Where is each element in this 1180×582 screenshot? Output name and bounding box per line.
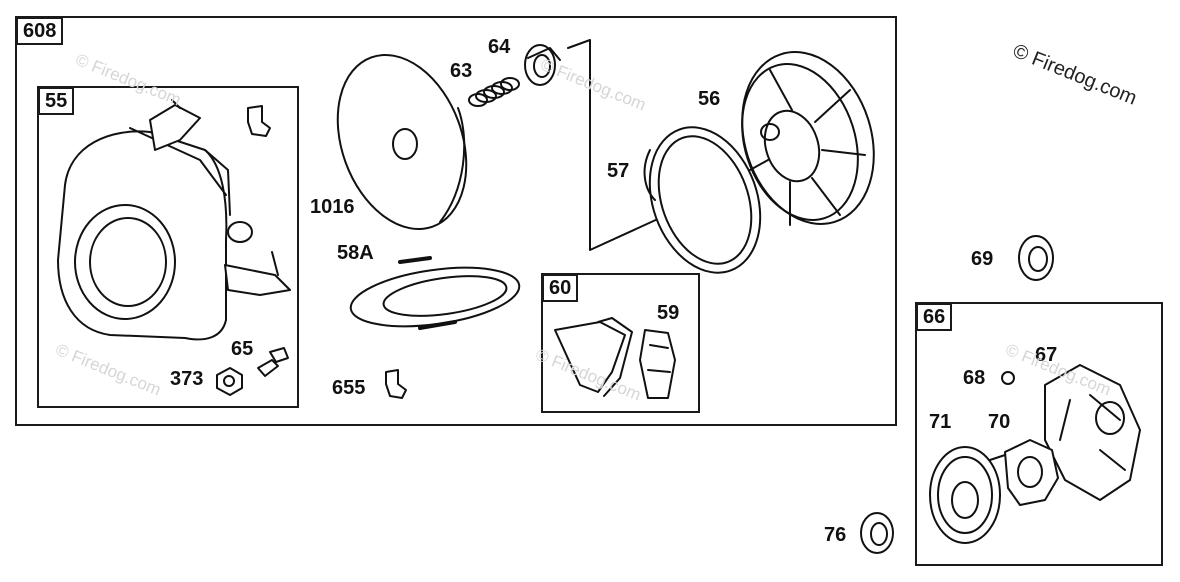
washer-76-part	[860, 512, 894, 554]
label-part-58a: 58A	[337, 242, 374, 264]
label-part-67: 67	[1035, 344, 1058, 366]
label-part-70: 70	[988, 411, 1011, 433]
assembly-bracket-line	[567, 39, 661, 251]
label-part-69: 69	[971, 248, 994, 270]
label-part-56: 56	[698, 88, 721, 110]
handle-grip-part	[554, 317, 633, 397]
group-608-label: 608	[16, 17, 64, 45]
bushing-64-part	[524, 44, 561, 86]
handle-insert-59-part	[639, 329, 676, 399]
label-part-59: 59	[657, 302, 680, 324]
label-part-71: 71	[929, 411, 952, 433]
pulley-71-part	[929, 446, 1006, 544]
label-part-68: 68	[963, 367, 986, 389]
label-part-64: 64	[488, 36, 511, 58]
group-608-box: 608	[15, 16, 897, 426]
group-55-box: 55	[37, 86, 299, 408]
ball-68-part	[1001, 371, 1015, 385]
screw-65-part	[257, 347, 289, 377]
label-part-655: 655	[332, 377, 366, 399]
cover-plate-part	[336, 53, 468, 231]
clip-upper-part	[247, 105, 271, 137]
nut-373-part	[216, 367, 243, 396]
label-part-63: 63	[450, 60, 473, 82]
label-part-373: 373	[170, 368, 204, 390]
label-part-65: 65	[231, 338, 254, 360]
group-66-label: 66	[916, 303, 953, 331]
group-60-box: 60	[541, 273, 700, 413]
washer-69-part	[1018, 235, 1054, 281]
starter-rope-58a-part	[349, 256, 521, 330]
label-part-57: 57	[607, 160, 630, 182]
spring-63-part	[468, 77, 520, 107]
pulley-56-part	[741, 51, 875, 226]
group-55-label: 55	[38, 87, 75, 115]
clip-655-part	[385, 369, 407, 399]
group-66-box: 66	[915, 302, 1163, 566]
label-part-76: 76	[824, 524, 847, 546]
recoil-spring-57-part	[643, 126, 762, 274]
ratchet-70-part	[1004, 439, 1059, 506]
label-part-1016: 1016	[310, 196, 355, 218]
blower-housing-part	[57, 99, 291, 341]
group-60-label: 60	[542, 274, 579, 302]
